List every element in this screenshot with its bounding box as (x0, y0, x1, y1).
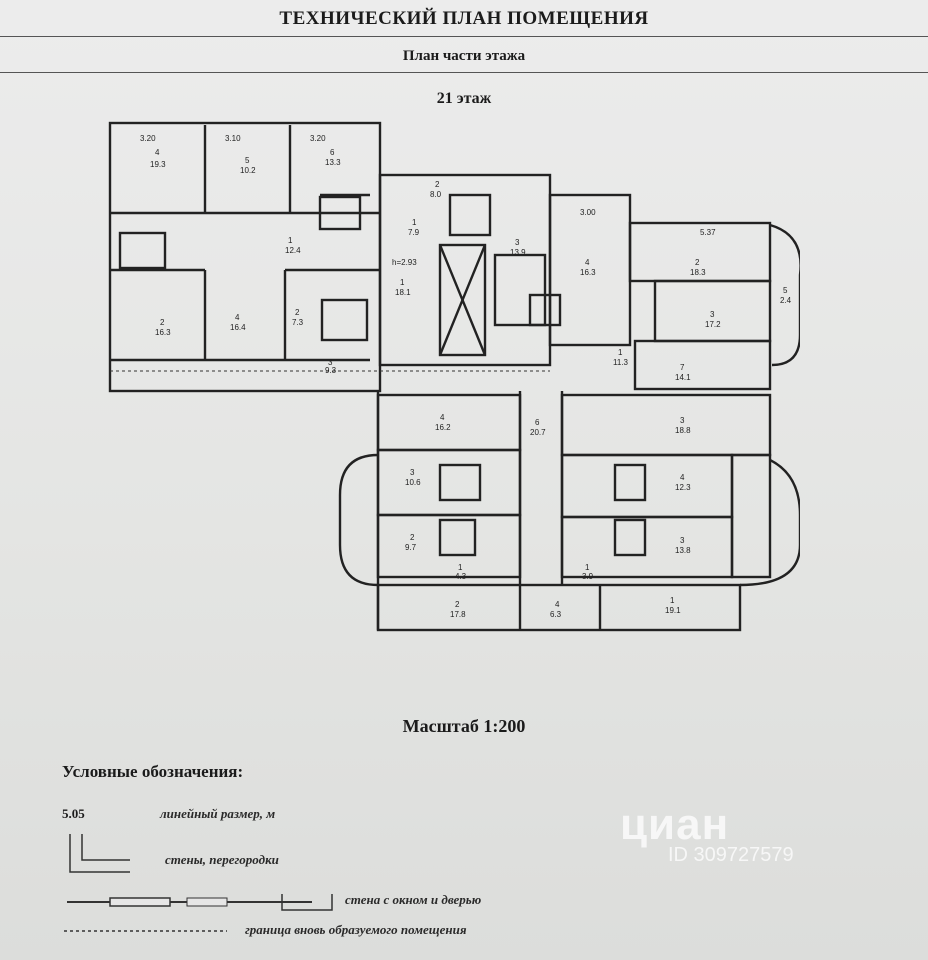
svg-text:7.9: 7.9 (408, 228, 420, 237)
floor-plan-drawing: 4 19.3 3.20 5 10.2 3.10 6 13.3 3.20 1 12… (108, 121, 800, 632)
svg-text:1: 1 (585, 563, 590, 572)
svg-text:16.2: 16.2 (435, 423, 451, 432)
svg-text:3: 3 (680, 416, 685, 425)
legend-window-door-symbol (67, 894, 333, 911)
svg-text:2: 2 (695, 258, 700, 267)
svg-text:17.2: 17.2 (705, 320, 721, 329)
cian-listing-id: ID 309727579 (668, 844, 794, 866)
legend-window-door-label: стена с окном и дверью (345, 892, 482, 907)
svg-text:4: 4 (440, 413, 445, 422)
legend-boundary-symbol (64, 930, 227, 932)
svg-text:2.4: 2.4 (780, 296, 792, 305)
svg-text:1: 1 (670, 596, 675, 605)
svg-text:17.8: 17.8 (450, 610, 466, 619)
svg-text:4: 4 (235, 313, 240, 322)
svg-text:10.2: 10.2 (240, 166, 256, 175)
svg-text:3: 3 (710, 310, 715, 319)
svg-text:3.20: 3.20 (310, 134, 326, 143)
cian-logo: циан (620, 800, 730, 849)
svg-text:10.6: 10.6 (405, 478, 421, 487)
svg-text:4.3: 4.3 (455, 572, 467, 581)
svg-text:6: 6 (330, 148, 335, 157)
svg-text:4: 4 (585, 258, 590, 267)
svg-text:20.7: 20.7 (530, 428, 546, 437)
svg-text:16.3: 16.3 (580, 268, 596, 277)
svg-text:2: 2 (435, 180, 440, 189)
svg-text:5: 5 (783, 286, 788, 295)
svg-text:12.3: 12.3 (675, 483, 691, 492)
svg-text:6: 6 (535, 418, 540, 427)
document-subtitle: План части этажа (402, 48, 526, 64)
floor-label: 21 этаж (436, 90, 492, 107)
svg-text:13.9: 13.9 (510, 248, 526, 257)
svg-text:18.8: 18.8 (675, 426, 691, 435)
svg-text:13.3: 13.3 (325, 158, 341, 167)
svg-text:6.3: 6.3 (550, 610, 562, 619)
svg-text:1: 1 (618, 348, 623, 357)
svg-text:2: 2 (410, 533, 415, 542)
legend-dim-sample: 5.05 (62, 806, 85, 821)
svg-text:1: 1 (412, 218, 417, 227)
svg-text:h=2.93: h=2.93 (392, 258, 417, 267)
subtitle-rule (0, 72, 928, 73)
svg-text:13.8: 13.8 (675, 546, 691, 555)
svg-text:3: 3 (680, 536, 685, 545)
document-title: ТЕХНИЧЕСКИЙ ПЛАН ПОМЕЩЕНИЯ (279, 8, 649, 29)
svg-text:3: 3 (328, 358, 333, 367)
plan-room-label: 4 (155, 148, 160, 157)
cian-watermark: циан ID 309727579 (620, 800, 794, 867)
svg-text:8.0: 8.0 (430, 190, 442, 199)
svg-text:14.1: 14.1 (675, 373, 691, 382)
legend-wall-symbol (69, 834, 130, 873)
svg-text:5: 5 (245, 156, 250, 165)
svg-text:18.1: 18.1 (395, 288, 411, 297)
svg-text:9.7: 9.7 (405, 543, 417, 552)
svg-text:1: 1 (458, 563, 463, 572)
scale-label: Масштаб 1:200 (402, 716, 526, 736)
svg-text:4: 4 (555, 600, 560, 609)
svg-text:7: 7 (680, 363, 685, 372)
svg-text:3.10: 3.10 (225, 134, 241, 143)
svg-text:1: 1 (288, 236, 293, 245)
svg-text:5.37: 5.37 (700, 228, 716, 237)
plan-room-area: 19.3 (150, 160, 166, 169)
svg-text:16.4: 16.4 (230, 323, 246, 332)
svg-text:16.3: 16.3 (155, 328, 171, 337)
svg-text:3.20: 3.20 (140, 134, 156, 143)
svg-text:9.3: 9.3 (325, 366, 337, 375)
svg-text:11.3: 11.3 (613, 358, 629, 367)
svg-text:4: 4 (680, 473, 685, 482)
legend-title: Условные обозначения: (62, 762, 244, 781)
legend-walls-label: стены, перегородки (165, 852, 279, 867)
svg-text:3: 3 (410, 468, 415, 477)
svg-text:3.9: 3.9 (582, 572, 594, 581)
svg-text:3: 3 (515, 238, 520, 247)
svg-text:3.00: 3.00 (580, 208, 596, 217)
legend-boundary-label: граница вновь образуемого помещения (245, 922, 467, 937)
svg-text:18.3: 18.3 (690, 268, 706, 277)
svg-text:12.4: 12.4 (285, 246, 301, 255)
svg-text:7.3: 7.3 (292, 318, 304, 327)
svg-text:2: 2 (160, 318, 165, 327)
svg-text:2: 2 (455, 600, 460, 609)
title-rule (0, 36, 928, 37)
legend-dim-label: линейный размер, м (160, 806, 276, 821)
svg-text:19.1: 19.1 (665, 606, 681, 615)
svg-text:2: 2 (295, 308, 300, 317)
svg-text:1: 1 (400, 278, 405, 287)
